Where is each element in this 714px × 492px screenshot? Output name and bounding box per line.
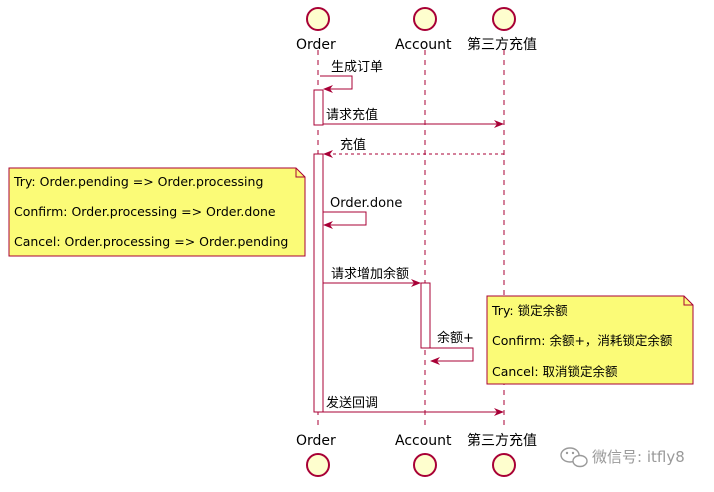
participant-account-bottom: Account — [395, 433, 452, 449]
activation-order-1 — [313, 89, 324, 126]
participant-order-bottom: Order — [296, 433, 336, 449]
msg-create-order-label: 生成订单 — [331, 60, 384, 75]
msg-create-order-arrow — [320, 75, 353, 93]
watermark-text: 微信号: itfly8 — [592, 448, 685, 466]
wechat-icon — [560, 447, 588, 468]
msg-request-recharge-label: 请求充值 — [326, 108, 379, 123]
participant-third-party-top: 第三方充值 — [467, 37, 537, 53]
msg-request-add-balance-label: 请求增加余额 — [331, 267, 410, 282]
activation-order-2 — [313, 153, 324, 413]
note-order-cancel: Cancel: Order.processing => Order.pendin… — [14, 234, 289, 249]
actor-order-bottom — [306, 453, 330, 477]
actor-account-bottom — [413, 453, 437, 477]
note-account-confirm: Confirm: 余额+，消耗锁定余额 — [492, 333, 673, 348]
participant-order-top: Order — [296, 37, 336, 53]
note-account-shape — [486, 295, 694, 385]
note-order-shape — [8, 167, 306, 257]
msg-send-callback-label: 发送回调 — [326, 396, 379, 411]
note-order-try: Try: Order.pending => Order.processing — [14, 174, 264, 189]
actor-third-party-bottom — [492, 453, 516, 477]
note-account-fold — [683, 296, 693, 306]
actor-account-top — [413, 7, 437, 31]
actor-third-party-top — [492, 7, 516, 31]
actor-order-top — [306, 7, 330, 31]
activation-account — [420, 282, 431, 349]
msg-recharge-reply-label: 充值 — [340, 138, 367, 153]
participant-third-party-bottom: 第三方充值 — [467, 433, 537, 449]
msg-balance-plus-label: 余额+ — [437, 331, 474, 346]
note-order-confirm: Confirm: Order.processing => Order.done — [14, 204, 276, 219]
note-account-try: Try: 锁定余额 — [492, 303, 568, 318]
msg-order-done-label: Order.done — [330, 196, 403, 211]
note-account-cancel: Cancel: 取消锁定余额 — [492, 364, 618, 379]
participant-account-top: Account — [395, 37, 452, 53]
msg-balance-plus-arrow — [430, 347, 474, 365]
note-order-fold — [295, 168, 305, 178]
msg-order-done-arrow — [323, 211, 367, 229]
